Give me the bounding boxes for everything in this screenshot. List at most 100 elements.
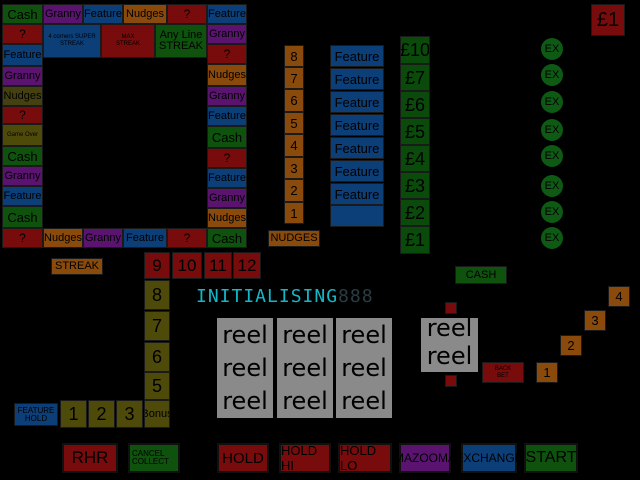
board-cell: Nudges (43, 228, 83, 248)
reel-symbol: reel (341, 387, 387, 416)
feature-step: Feature (330, 91, 384, 113)
board-cell: Feature (2, 44, 43, 66)
reel-symbol: reel (341, 320, 387, 349)
reel-3: reel reel reel (336, 318, 392, 418)
nudge-step: 7 (284, 67, 304, 89)
cash-step: £6 (400, 91, 430, 118)
board-cell: Granny (2, 66, 43, 86)
cancel-collect-button[interactable]: CANCEL COLLECT (128, 443, 180, 473)
nudge-step: 3 (284, 157, 304, 179)
trail-step: 1 (60, 400, 87, 428)
stair-step: 2 (560, 335, 582, 356)
trail-step: 7 (144, 311, 170, 341)
cash-step: £1 (400, 226, 430, 254)
board-cell: Feature (2, 186, 43, 206)
board-cell: Cash (207, 126, 247, 148)
board-cell: Feature (123, 228, 167, 248)
reel-2: reel reel reel (277, 318, 333, 418)
board-cell: Cash (207, 228, 247, 248)
board-cell: Cash (2, 206, 43, 228)
hold-hi-button[interactable]: HOLD HI (279, 443, 331, 473)
trail-step: 3 (116, 400, 143, 428)
streak-label: STREAK (51, 258, 103, 275)
reel-symbol: reel (222, 387, 268, 416)
rhr-button[interactable]: RHR (62, 443, 118, 473)
ex-lamp: EX (541, 64, 563, 86)
ex-lamp: EX (541, 175, 563, 197)
reel-symbol: reel (341, 353, 387, 382)
nudge-step: 2 (284, 179, 304, 202)
board-cell: Nudges (2, 86, 43, 106)
cash-step: £4 (400, 145, 430, 172)
cash-label: CASH (455, 266, 507, 284)
board-cell: ? (167, 228, 207, 248)
side-reel-bottom-lamp (445, 375, 457, 387)
board-cell: ? (2, 24, 43, 44)
feature-step (330, 205, 384, 227)
stair-step: 4 (608, 286, 630, 307)
board-cell: Nudges (123, 4, 167, 24)
nudges-label: NUDGES (268, 230, 320, 247)
trail-step: 11 (204, 252, 232, 279)
nudge-step: 4 (284, 134, 304, 157)
board-cell: ? (207, 44, 247, 64)
reel-symbol: reel (426, 318, 473, 342)
mazooma-button[interactable]: MAZOOMA (394, 443, 456, 473)
board-cell: ? (167, 4, 207, 24)
board-cell: Granny (43, 4, 83, 24)
feature-step: Feature (330, 68, 384, 90)
cash-step: £2 (400, 199, 430, 226)
board-cell: Cash (2, 146, 43, 166)
reel-symbol: reel (282, 320, 328, 349)
feature-step: Feature (330, 160, 384, 182)
board-cell: Granny (83, 228, 123, 248)
cash-step: £5 (400, 118, 430, 145)
board-cell: ? (2, 106, 43, 124)
feature-step: Feature (330, 45, 384, 67)
nudge-step: 5 (284, 112, 304, 134)
back-bet-lamp: BACK BET (482, 362, 524, 383)
status-display: INITIALISING888 (196, 286, 374, 307)
cash-step: £10 (400, 36, 430, 64)
reel-symbol: reel (222, 353, 268, 382)
status-text: INITIALISING (196, 286, 339, 307)
hold-button[interactable]: HOLD (217, 443, 269, 473)
start-button[interactable]: START (524, 443, 578, 473)
trail-step: 9 (144, 252, 170, 279)
side-reel-top-lamp (445, 302, 457, 314)
board-cell: Nudges (207, 208, 247, 228)
max-streak-cell: MAX STREAK (101, 24, 155, 58)
ex-lamp: EX (541, 38, 563, 60)
exchange-button[interactable]: EXCHANGE (455, 443, 523, 473)
any-line-streak-cell: Any Line STREAK (155, 24, 207, 58)
reel-symbol: reel (222, 320, 268, 349)
ex-lamp: EX (541, 145, 563, 167)
ex-lamp: EX (541, 119, 563, 141)
trail-step: 12 (233, 252, 261, 279)
board-cell: Granny (207, 24, 247, 44)
board-cell: Nudges (207, 64, 247, 86)
cash-step: £3 (400, 172, 430, 199)
side-reel: reel reel (421, 318, 478, 372)
hold-lo-button[interactable]: HOLD LO (338, 443, 392, 473)
stair-step: 1 (536, 362, 558, 383)
reel-symbol: reel (282, 353, 328, 382)
feature-step: Feature (330, 137, 384, 159)
board-cell: Feature (207, 106, 247, 126)
ex-lamp: EX (541, 201, 563, 223)
board-cell: ? (2, 228, 43, 248)
reel-1: reel reel reel (217, 318, 273, 418)
super-streak-cell: 4 corners SUPER STREAK (43, 24, 101, 58)
trail-step: 2 (88, 400, 115, 428)
cash-step: £7 (400, 64, 430, 91)
status-dim-digits: 888 (338, 286, 374, 307)
trail-step: 10 (172, 252, 202, 279)
board-cell: Game Over (2, 124, 43, 146)
board-cell: Granny (207, 86, 247, 106)
nudge-step: 6 (284, 89, 304, 112)
feature-step: Feature (330, 183, 384, 205)
trail-step: 6 (144, 342, 170, 372)
top-prize: £1 (591, 4, 625, 36)
trail-step: 8 (144, 280, 170, 310)
reel-symbol: reel (426, 342, 473, 370)
